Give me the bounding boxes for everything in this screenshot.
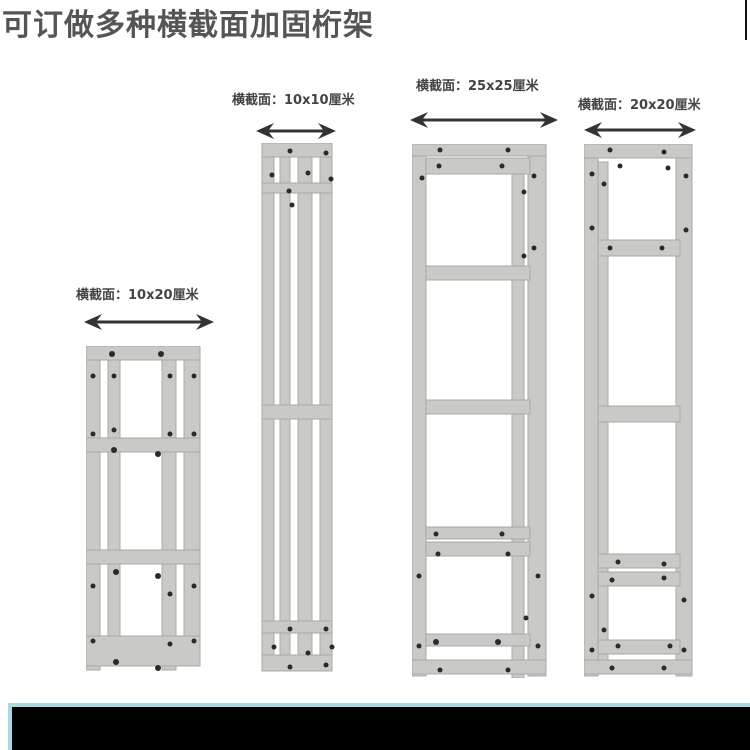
label-10x10: 横截面：10x10厘米 <box>232 93 355 108</box>
truss-25x25 <box>412 144 547 678</box>
page-title: 可订做多种横截面加固桁架 <box>2 8 374 43</box>
truss-10x10 <box>261 143 335 672</box>
double-arrow-icon <box>410 112 558 128</box>
label-10x20: 横截面：10x20厘米 <box>76 288 199 303</box>
truss-10x20 <box>86 346 201 671</box>
divider <box>745 0 747 40</box>
label-20x20: 横截面：20x20厘米 <box>578 98 701 113</box>
double-arrow-icon <box>84 314 214 330</box>
truss-20x20 <box>584 144 693 677</box>
bottom-bar <box>8 703 750 750</box>
label-25x25: 横截面：25x25厘米 <box>416 79 539 94</box>
double-arrow-icon <box>584 122 696 138</box>
double-arrow-icon <box>256 123 336 139</box>
